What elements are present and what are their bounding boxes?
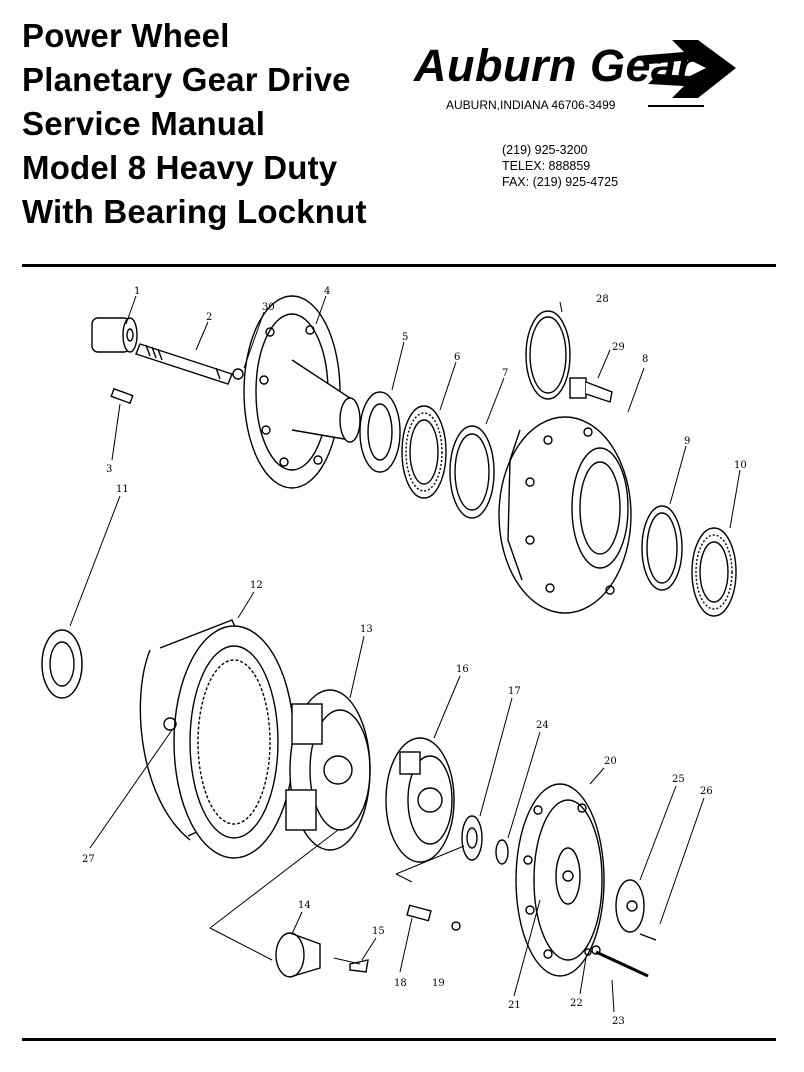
callout-30: 30 (262, 302, 275, 313)
part-23-long-bolt (596, 952, 648, 976)
part-30-snap-ring (233, 369, 243, 379)
callout-16: 16 (456, 664, 469, 675)
brand-underline (648, 105, 704, 107)
callout-17: 17 (508, 686, 521, 697)
part-2-input-shaft (136, 344, 232, 384)
callout-28: 28 (596, 294, 609, 305)
callout-19: 19 (432, 978, 445, 989)
callout-3: 3 (106, 464, 112, 475)
callout-26: 26 (700, 786, 713, 797)
title-line-4: Model 8 Heavy Duty (22, 146, 367, 190)
part-12-ring-gear (140, 620, 294, 858)
callout-9: 9 (684, 436, 690, 447)
part-13-planet-carrier (286, 690, 370, 850)
callout-7: 7 (502, 368, 508, 379)
callout-1: 1 (134, 286, 140, 297)
contact-telex: TELEX: 888859 (502, 158, 618, 174)
callout-8: 8 (642, 354, 648, 365)
callout-27: 27 (82, 854, 95, 865)
callout-29: 29 (612, 342, 625, 353)
part-6-bearing-cone (402, 406, 446, 498)
part-3-key (111, 389, 133, 403)
callout-15: 15 (372, 926, 385, 937)
part-9-bearing-cup (642, 506, 682, 590)
part-14-disconnect-rod (276, 933, 320, 977)
part-11-thrust-washer (42, 630, 82, 698)
callout-14: 14 (298, 900, 311, 911)
callout-12: 12 (250, 580, 263, 591)
title-line-2: Planetary Gear Drive (22, 58, 367, 102)
gear-arrow-logo-icon (628, 34, 740, 104)
title-line-3: Service Manual (22, 102, 367, 146)
part-1-coupling (92, 318, 137, 352)
part-24-thrust-washer (496, 840, 508, 864)
callout-5: 5 (402, 332, 408, 343)
callout-2: 2 (206, 312, 212, 323)
part-18-spring (407, 905, 431, 920)
part-5-seal (360, 392, 400, 472)
callout-22: 22 (570, 998, 583, 1009)
manual-title: Power Wheel Planetary Gear Drive Service… (22, 14, 367, 234)
callout-11: 11 (116, 484, 129, 495)
callout-23: 23 (612, 1016, 625, 1027)
part-25-disconnect-cap (616, 880, 644, 932)
part-29-bolt (570, 378, 612, 402)
part-28-o-ring (526, 311, 570, 399)
part-15-pin (350, 960, 368, 972)
callout-18: 18 (394, 978, 407, 989)
part-26-screw (640, 934, 656, 940)
contact-phone: (219) 925-3200 (502, 142, 618, 158)
callout-20: 20 (604, 756, 617, 767)
title-line-5: With Bearing Locknut (22, 190, 367, 234)
part-7-bearing-cup (450, 426, 494, 518)
callout-10: 10 (734, 460, 747, 471)
title-line-1: Power Wheel (22, 14, 367, 58)
exploded-parts-diagram: 1 2 3 4 5 6 7 8 9 10 11 12 13 14 15 16 1… (0, 270, 804, 1035)
part-10-bearing-cone (692, 528, 736, 616)
part-20-cover (516, 784, 604, 976)
top-divider (22, 264, 776, 267)
auburn-gear-logo: Auburn Gear AUBURN,INDIANA 46706-3499 (400, 34, 740, 124)
part-16-carrier-assembly (386, 738, 454, 862)
callout-24: 24 (536, 720, 549, 731)
callout-4: 4 (324, 286, 330, 297)
brand-address: AUBURN,INDIANA 46706-3499 (446, 98, 615, 112)
part-4-spindle (244, 296, 360, 488)
bottom-divider (22, 1038, 776, 1041)
part-19-nut (452, 922, 460, 930)
part-8-hub (499, 417, 631, 613)
callout-13: 13 (360, 624, 373, 635)
part-17-sun-gear (462, 816, 482, 860)
callout-6: 6 (454, 352, 460, 363)
contact-fax: FAX: (219) 925-4725 (502, 174, 618, 190)
callout-25: 25 (672, 774, 685, 785)
callout-21: 21 (508, 1000, 521, 1011)
contact-info: (219) 925-3200 TELEX: 888859 FAX: (219) … (502, 142, 618, 190)
